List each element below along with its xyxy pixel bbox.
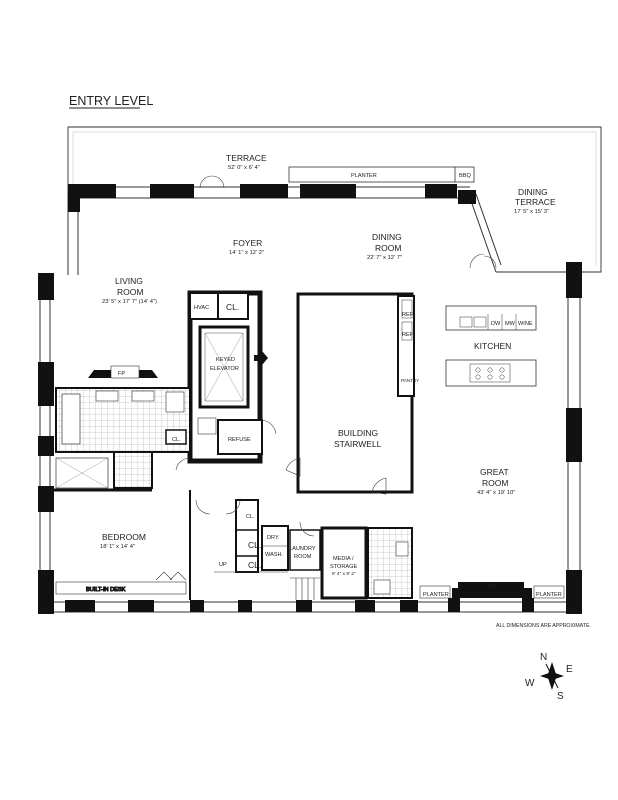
foyer-dim: 14' 1" x 12' 2" [229,250,264,256]
dimensions-note: ALL DIMENSIONS ARE APPROXIMATE. [496,623,591,629]
elevator-arrow-icon [254,351,268,365]
closet-label-3: CL. [248,560,261,570]
service-rooms: CL. CL. CL. DRY. WASH. LAUNDRY ROOM MEDI… [214,499,413,600]
dw-label: DW [491,321,501,327]
living-room-label-2: ROOM [117,287,143,297]
dining-terrace-dim: 17' 5" x 15' 3" [514,209,549,215]
wash-label: WASH. [265,552,284,558]
terrace-dim: 52' 0" x 6' 4" [228,165,260,171]
bedroom-dim: 18' 1" x 14' 4" [100,544,135,550]
kitchen-label: KITCHEN [474,341,511,351]
closet-label-1: CL. [246,514,255,520]
compass-s: S [557,691,564,702]
media-label-2: STORAGE [330,564,358,570]
compass-icon: N E S W [525,652,573,702]
ref-label-2: REF. [402,332,415,338]
up-label: UP [219,562,227,568]
pantry-label: PANTRY [401,378,419,383]
wine-label: WINE [518,321,533,327]
bedroom-label: BEDROOM [102,532,146,542]
terrace-label: TERRACE [226,153,267,163]
dining-terrace-label-1: DINING [518,187,548,197]
bbq-label: BBQ [459,173,471,179]
hvac-label: HVAC [194,305,209,311]
planter-bbq: PLANTER BBQ [288,166,475,183]
great-room-label-2: ROOM [482,478,508,488]
living-room-dim: 23' 5" x 17' 7" (14' 4") [102,299,157,305]
media-label-1: MEDIA / [333,556,354,562]
door-swings [175,175,497,537]
fp-label-living-room: FP [118,371,125,377]
compass-w: W [525,678,535,689]
dining-room-dim: 22' 7" x 12' 7" [367,255,402,261]
closet-label-bath: CL. [172,437,181,443]
dry-label: DRY. [267,535,280,541]
planter-label-left: PLANTER [423,592,449,598]
elevator-label-2: ELEVATOR [210,366,239,372]
planter-label-right: PLANTER [536,592,562,598]
foyer-label: FOYER [233,238,262,248]
ref-label-1: REF. [402,312,415,318]
fireplaces: FP FP [88,365,495,590]
kitchen: DW MW WINE KITCHEN [445,305,537,387]
desk-label: BUILT-IN DESK [86,587,126,593]
dining-room-label-2: ROOM [375,243,401,253]
refuse-label: REFUSE [228,437,251,443]
great-room-label-1: GREAT [480,467,509,477]
room-labels: TERRACE 52' 0" x 6' 4" DINING TERRACE 17… [100,153,556,550]
dining-room-label-1: DINING [372,232,402,242]
stairwell-label-1: BUILDING [338,428,378,438]
wall-piers [38,184,582,614]
bathroom: CL. [55,387,191,489]
plan-title: ENTRY LEVEL [69,94,153,108]
bedroom-walls: BUILT-IN DESK [50,488,191,600]
great-room-dim: 43' 4" x 19' 10" [477,490,515,496]
compass-e: E [566,664,573,675]
media-dim: 8' 4" x 8' 2" [332,571,356,577]
stairwell-label-2: STAIRWELL [334,439,382,449]
bottom-planters: PLANTER PLANTER [419,585,565,599]
laundry-label-2: ROOM [294,554,312,560]
compass-n: N [540,652,547,663]
stairwell: REF. REF. PANTRY BUILDING STAIRWELL [285,292,419,495]
elevator-label-1: KEYED [216,357,235,363]
closet-label-core: CL. [226,302,239,312]
laundry-label-1: LAUNDRY [289,546,316,552]
core-block: HVAC CL. KEYED ELEVATOR REFUSE [187,290,268,464]
dining-terrace-label-2: TERRACE [515,197,556,207]
planter-label: PLANTER [351,173,377,179]
closet-label-2: CL. [248,540,261,550]
fp-label-great-room: FP [488,584,495,590]
mw-label: MW [505,321,516,327]
living-room-label-1: LIVING [115,276,143,286]
